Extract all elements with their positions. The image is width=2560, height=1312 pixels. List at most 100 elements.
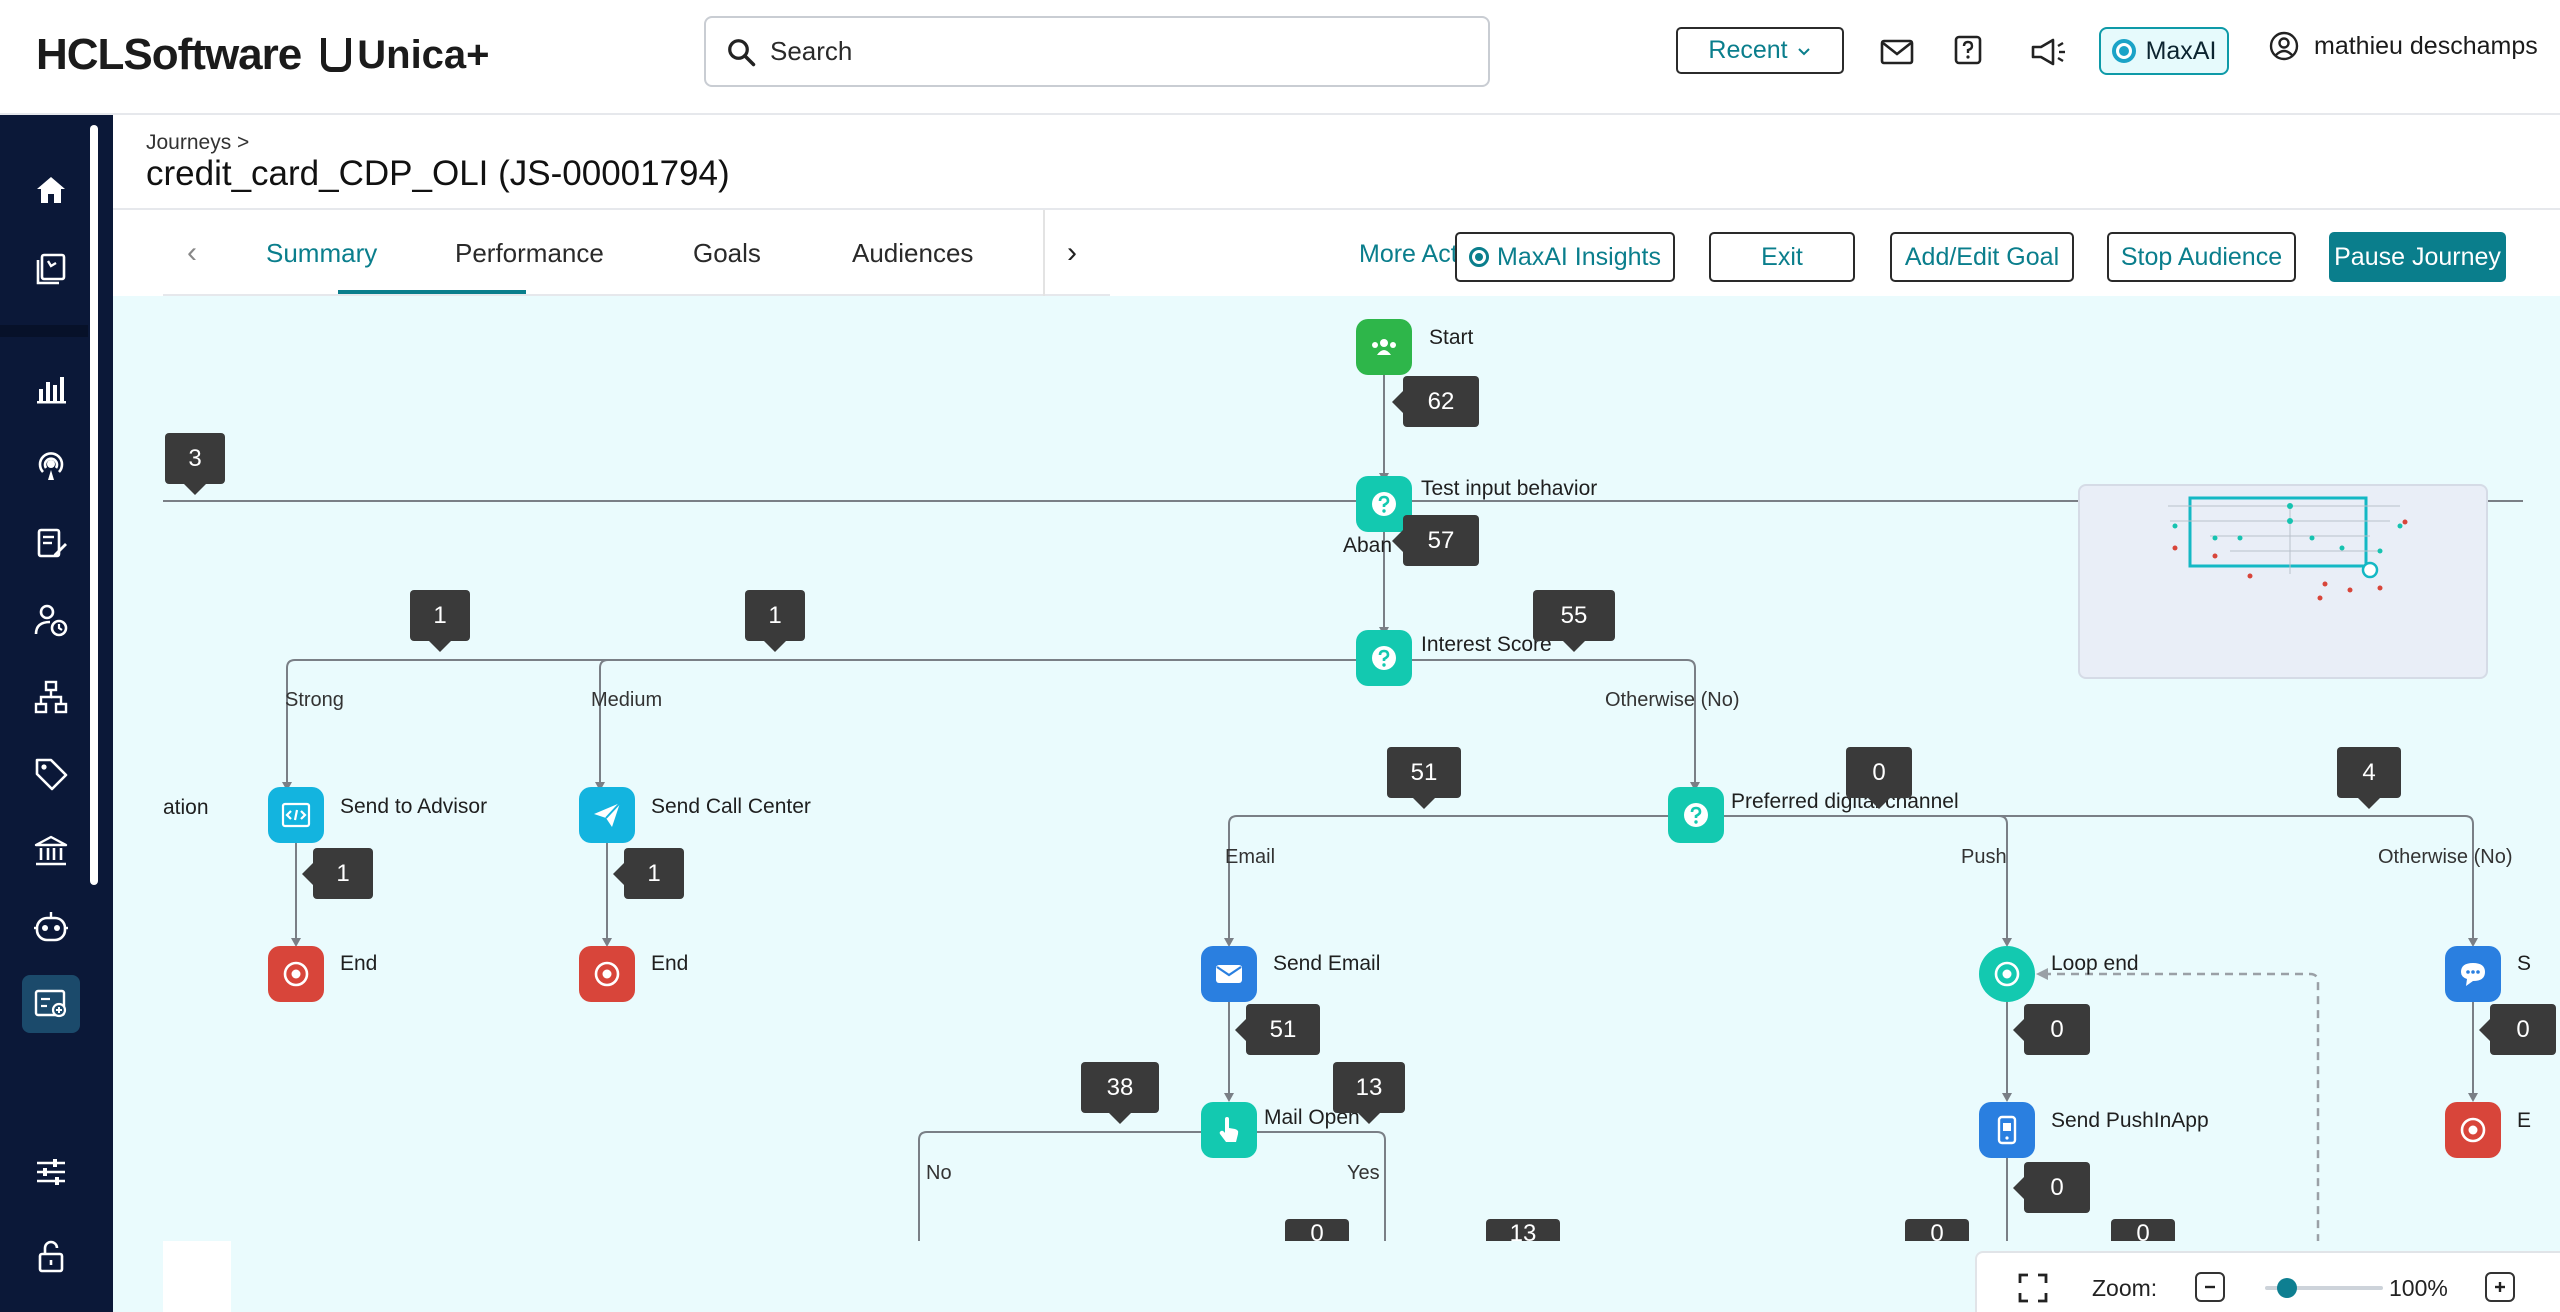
count-badge: 4 bbox=[2337, 747, 2401, 809]
count-badge: 0 bbox=[2111, 1219, 2175, 1241]
tag-icon[interactable] bbox=[22, 745, 80, 803]
maxai-insights-label: MaxAI Insights bbox=[1497, 242, 1661, 271]
interest-score-label: Interest Score bbox=[1421, 633, 1552, 656]
sidebar bbox=[0, 115, 113, 1312]
plus-icon bbox=[2495, 1282, 2505, 1292]
stop-audience-button[interactable]: Stop Audience bbox=[2107, 232, 2296, 282]
start-node[interactable] bbox=[1356, 319, 1412, 375]
branch-label-email: Email bbox=[1225, 846, 1276, 868]
count-badge: 1 bbox=[613, 848, 684, 899]
end-node[interactable] bbox=[268, 946, 324, 1002]
broadcast-icon[interactable] bbox=[22, 437, 80, 495]
question-icon bbox=[1372, 492, 1396, 516]
brand-logo[interactable]: HCLSoftware Unica+ bbox=[36, 30, 490, 80]
decision-node-mail-open[interactable] bbox=[1201, 1102, 1257, 1158]
maxai-button[interactable]: MaxAI bbox=[2099, 27, 2229, 75]
search-input[interactable]: Search bbox=[704, 16, 1490, 87]
send-to-advisor-node[interactable] bbox=[268, 787, 324, 843]
tab-performance[interactable]: Performance bbox=[455, 238, 604, 268]
abandon-branch-label: Aban bbox=[1343, 534, 1393, 557]
count-badge: 1 bbox=[302, 848, 373, 899]
preferred-channel-label: Preferred digital channel bbox=[1731, 790, 1959, 813]
count-badge: 38 bbox=[1081, 1062, 1159, 1124]
tab-summary[interactable]: Summary bbox=[266, 238, 378, 268]
maxai-insights-button[interactable]: MaxAI Insights bbox=[1455, 232, 1675, 282]
chart-icon[interactable] bbox=[22, 360, 80, 418]
count-badge: 0 bbox=[1285, 1219, 1349, 1241]
loop-end-node[interactable] bbox=[1979, 946, 2035, 1002]
count-badge: 0 bbox=[2013, 1162, 2090, 1213]
branch-label-otherwise: Otherwise (No) bbox=[2378, 846, 2513, 868]
count-badge: 57 bbox=[1392, 515, 1479, 566]
add-edit-goal-button[interactable]: Add/Edit Goal bbox=[1890, 232, 2074, 282]
decision-node-preferred-channel[interactable] bbox=[1668, 787, 1724, 843]
unlock-icon[interactable] bbox=[22, 1227, 80, 1285]
code-icon bbox=[281, 802, 311, 828]
robot-icon[interactable] bbox=[22, 899, 80, 957]
decision-node-interest-score[interactable] bbox=[1356, 630, 1412, 686]
edit-document-icon[interactable] bbox=[22, 514, 80, 572]
pause-journey-button[interactable]: Pause Journey bbox=[2329, 232, 2506, 282]
user-clock-icon[interactable] bbox=[22, 591, 80, 649]
exit-button[interactable]: Exit bbox=[1709, 232, 1855, 282]
users-icon bbox=[1372, 339, 1396, 355]
send-pushinapp-node[interactable] bbox=[1979, 1102, 2035, 1158]
top-header: HCLSoftware Unica+ Search Recent MaxAI m… bbox=[0, 0, 2560, 115]
bank-icon[interactable] bbox=[22, 822, 80, 880]
breadcrumb[interactable]: Journeys > bbox=[146, 131, 250, 154]
mobile-phone-icon bbox=[1997, 1115, 2017, 1145]
zoom-slider-handle[interactable] bbox=[2277, 1278, 2297, 1298]
count-badge: 13 bbox=[1486, 1219, 1560, 1241]
stop-target-icon bbox=[2460, 1117, 2486, 1143]
home-icon[interactable] bbox=[22, 161, 80, 219]
count-badge: 0 bbox=[1905, 1219, 1969, 1241]
stop-target-icon bbox=[283, 961, 309, 987]
user-name: mathieu deschamps bbox=[2314, 31, 2538, 60]
brand-product: Unica+ bbox=[321, 33, 490, 78]
canvas-minimap[interactable] bbox=[2078, 484, 2488, 679]
maxai-label: MaxAI bbox=[2145, 36, 2217, 65]
mail-icon[interactable] bbox=[1877, 32, 1917, 72]
sidebar-divider bbox=[0, 325, 88, 337]
tab-scroll-right-icon[interactable]: › bbox=[1067, 236, 1077, 269]
journey-icon[interactable] bbox=[22, 975, 80, 1033]
partial-node-label: S bbox=[2517, 952, 2532, 975]
end-node[interactable] bbox=[2445, 1102, 2501, 1158]
count-badge: 51 bbox=[1235, 1004, 1320, 1055]
send-email-node[interactable] bbox=[1201, 946, 1257, 1002]
count-badge: 62 bbox=[1392, 376, 1479, 427]
send-call-center-node[interactable] bbox=[579, 787, 635, 843]
zoom-slider[interactable] bbox=[2265, 1286, 2383, 1290]
bookmark-list-icon[interactable] bbox=[22, 240, 80, 298]
recent-label: Recent bbox=[1708, 36, 1788, 64]
end-node[interactable] bbox=[579, 946, 635, 1002]
tab-audiences[interactable]: Audiences bbox=[852, 238, 974, 268]
journey-canvas[interactable]: Start 62 3 Test input behavior Aban 57 I… bbox=[113, 296, 2560, 1241]
flow-connectors bbox=[163, 368, 2523, 1241]
loop-target-icon bbox=[1994, 961, 2020, 987]
paper-plane-icon bbox=[594, 802, 621, 827]
search-placeholder: Search bbox=[770, 36, 853, 66]
tab-goals[interactable]: Goals bbox=[693, 238, 761, 268]
partial-node-label: E bbox=[2517, 1109, 2532, 1132]
help-icon[interactable] bbox=[1948, 32, 1988, 72]
hierarchy-icon[interactable] bbox=[22, 668, 80, 726]
settings-sliders-icon[interactable] bbox=[22, 1143, 80, 1201]
page-title: credit_card_CDP_OLI (JS-00001794) bbox=[146, 154, 730, 193]
branch-label-otherwise: Otherwise (No) bbox=[1605, 689, 1740, 711]
send-sms-node[interactable] bbox=[2445, 946, 2501, 1002]
zoom-in-button[interactable] bbox=[2485, 1272, 2515, 1302]
tab-scroll-left-icon[interactable]: ‹ bbox=[187, 236, 197, 269]
sidebar-scrollbar[interactable] bbox=[90, 125, 98, 885]
megaphone-icon[interactable] bbox=[2028, 32, 2068, 72]
end-label: End bbox=[651, 952, 689, 975]
decision-node-test-input[interactable] bbox=[1356, 476, 1412, 532]
recent-dropdown[interactable]: Recent bbox=[1676, 27, 1844, 74]
user-menu[interactable]: mathieu deschamps bbox=[2268, 30, 2538, 62]
maxai-icon bbox=[2111, 39, 2136, 63]
pointer-hand-icon bbox=[1219, 1117, 1239, 1142]
count-badge: 0 bbox=[1846, 747, 1912, 809]
zoom-out-button[interactable] bbox=[2195, 1272, 2225, 1302]
count-badge: 1 bbox=[410, 590, 470, 652]
fullscreen-icon[interactable] bbox=[2017, 1272, 2049, 1304]
